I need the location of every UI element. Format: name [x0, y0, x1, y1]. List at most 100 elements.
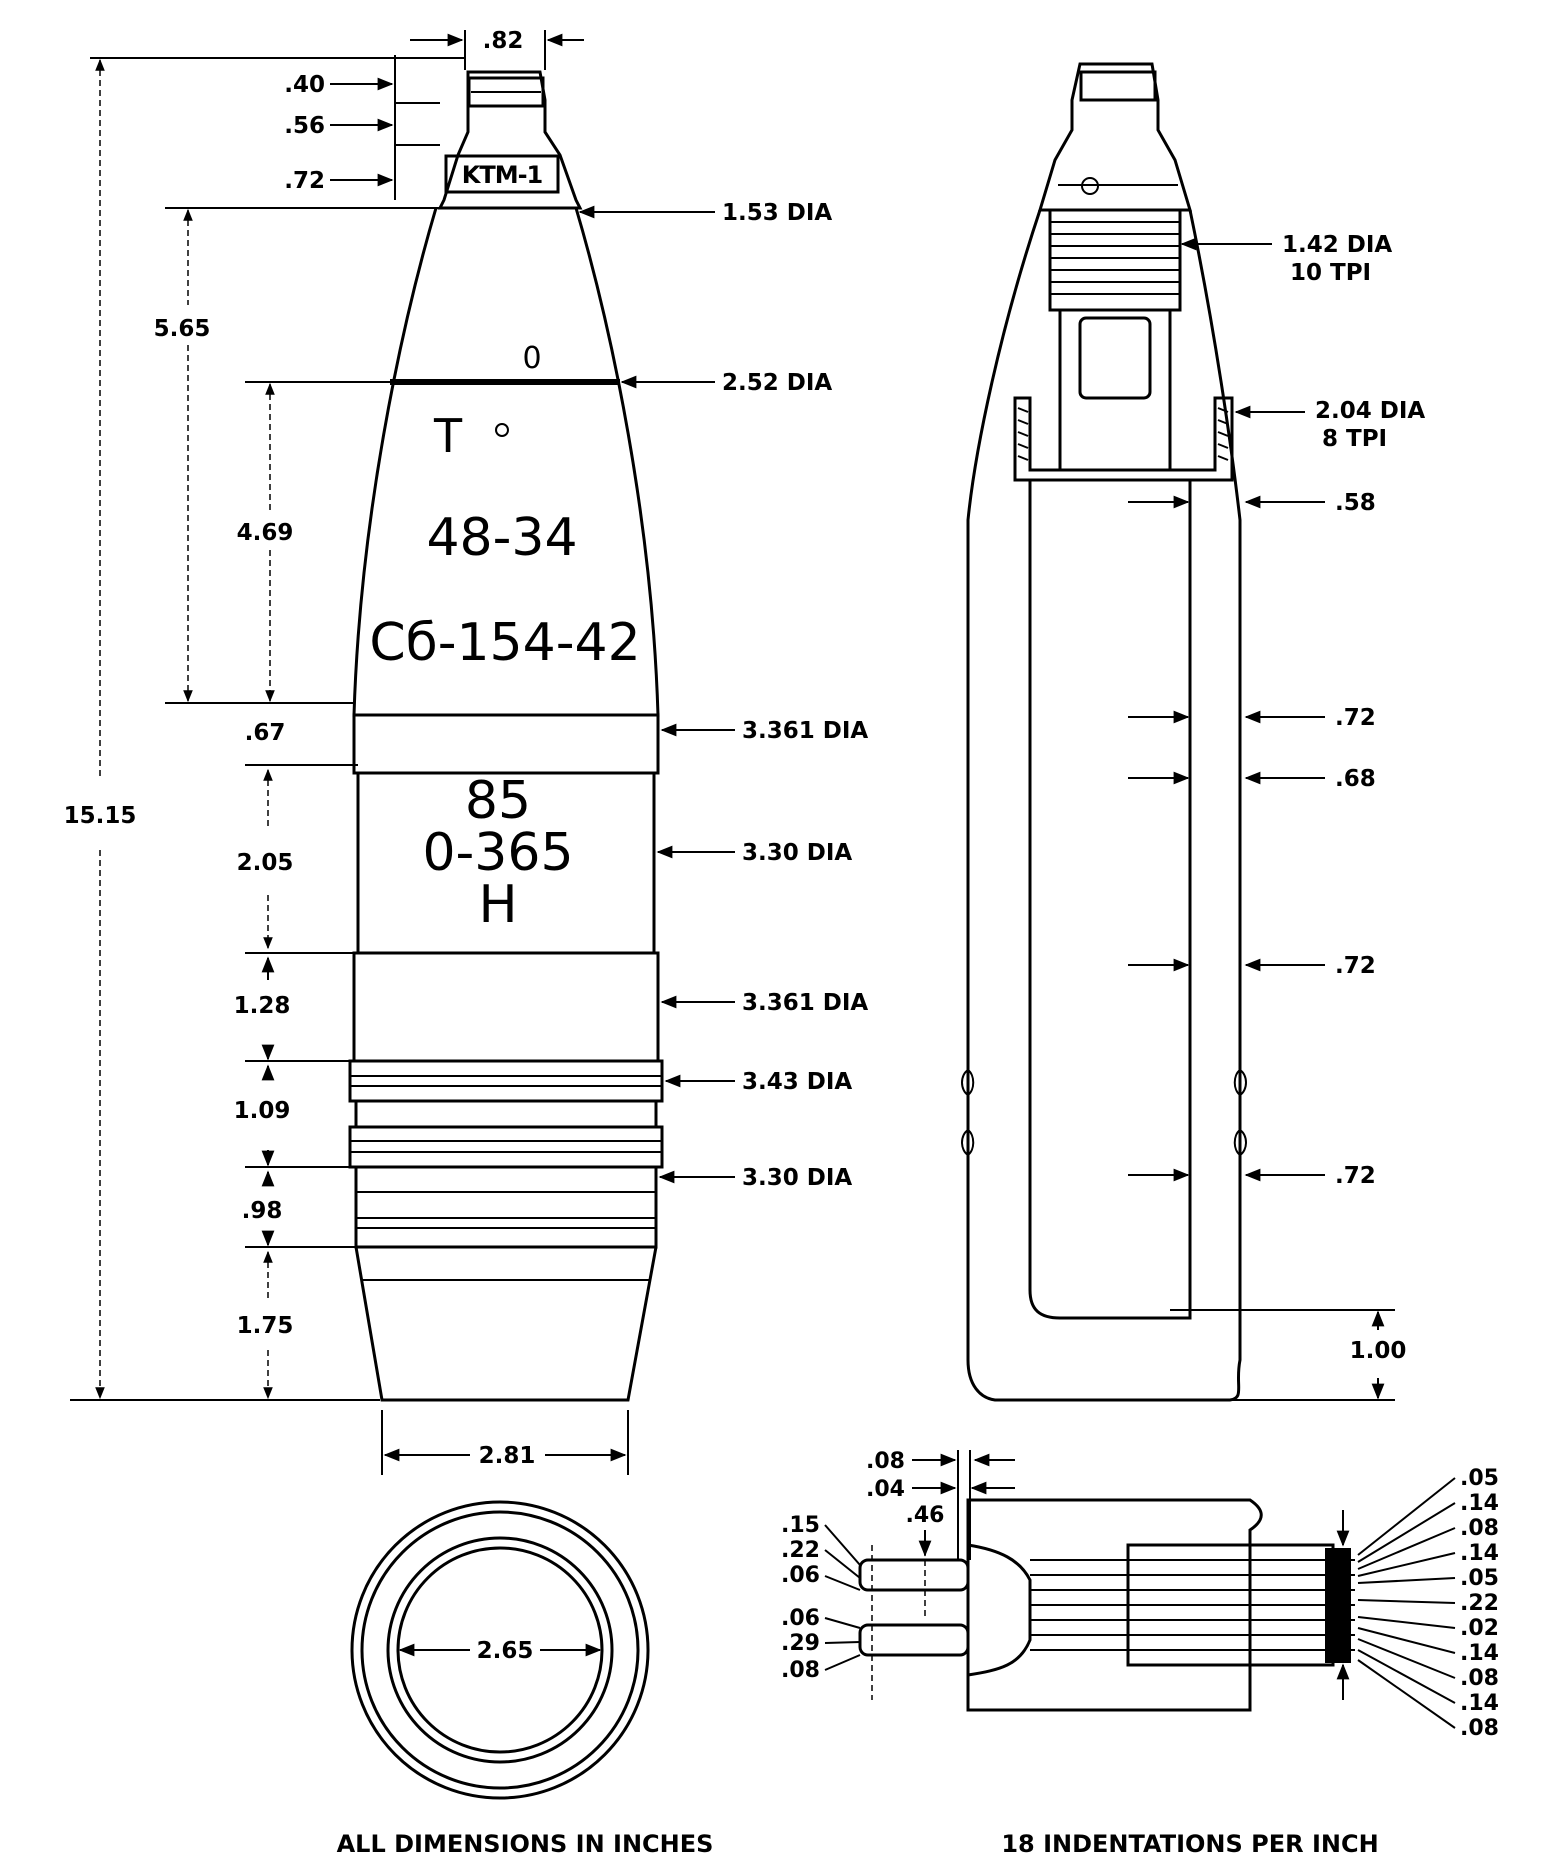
- projectile-section-view: 1.42 DIA 10 TPI 2.04 DIA 8 TPI .58 .72 .…: [961, 62, 1425, 1402]
- band-dim-015: .15: [781, 1513, 820, 1538]
- band-right-leaders: [1357, 1477, 1456, 1729]
- boattail-outline: [354, 1246, 658, 1402]
- rotating-band-1: [348, 1059, 664, 1103]
- dia-lower-bourrelet: 3.361 DIA: [742, 990, 868, 1016]
- dia-rear-body: 3.30 DIA: [742, 1165, 852, 1191]
- base-end-view: 2.65: [350, 1500, 650, 1800]
- band-dim-008-bottom: .08: [781, 1658, 820, 1683]
- base-mid-ring: [360, 1510, 640, 1790]
- rotating-band-2: [348, 1125, 664, 1169]
- section-outer-ogive: [966, 209, 1242, 1402]
- band-profile-upper: [858, 1558, 970, 1592]
- band-right-3: .14: [1460, 1541, 1499, 1566]
- band-right-1: .14: [1460, 1491, 1499, 1516]
- body-marking-code: Сб-154-42: [369, 613, 640, 673]
- thread-1-tpi: 10 TPI: [1290, 260, 1371, 286]
- band-right-6: .02: [1460, 1616, 1499, 1641]
- indent-left-1: [961, 1069, 975, 1097]
- dim-fuze-072: .72: [284, 168, 325, 194]
- dia-rotating-band: 3.43 DIA: [742, 1069, 852, 1095]
- adapter-thread-right: [1217, 407, 1229, 461]
- fuze-thread-lines: [1050, 221, 1180, 295]
- base-inner-ring-outer: [386, 1536, 614, 1764]
- band-detail-groove: [967, 1543, 1032, 1677]
- dim-rear-bands: .98: [242, 1198, 283, 1224]
- dim-boattail: 1.75: [237, 1313, 294, 1339]
- body-rear-bands: [354, 1165, 658, 1249]
- body-marking-caliber: 85: [465, 771, 531, 831]
- band-dim-008-top: .08: [866, 1449, 905, 1474]
- band-detail-hatch: [1030, 1559, 1355, 1651]
- fuze-tip-knurl: [467, 76, 545, 108]
- base-thickness: 1.00: [1350, 1338, 1407, 1364]
- adapter-outline: [1013, 396, 1234, 482]
- booster-cavity: [1058, 308, 1172, 472]
- indent-left-2: [961, 1129, 975, 1157]
- fuze-marking-plate: [444, 154, 560, 194]
- thread-2-dia: 2.04 DIA: [1315, 398, 1425, 424]
- dim-bourrelet-width: .67: [245, 720, 286, 746]
- indent-right-2: [1233, 1129, 1247, 1157]
- dim-fuze-040: .40: [284, 72, 325, 98]
- dia-body: 3.30 DIA: [742, 840, 852, 866]
- projectile-side-view: 0 T 48-34 Сб-154-42 85 0-365 H KTM-1 .82…: [64, 28, 868, 1475]
- body-marking-0: 0: [522, 341, 541, 376]
- section-fuze-outline: [1037, 62, 1193, 212]
- fuze-marking: KTM-1: [462, 161, 543, 189]
- band-dim-006-lower: .06: [781, 1606, 820, 1631]
- thread-1-dia: 1.42 DIA: [1282, 232, 1392, 258]
- dia-upper-bourrelet: 3.361 DIA: [742, 718, 868, 744]
- bourrelet-upper: [352, 713, 660, 775]
- band-right-9: .14: [1460, 1691, 1499, 1716]
- dim-lower-bourrelet: 1.28: [234, 993, 291, 1019]
- explosive-cavity: [1028, 480, 1192, 1320]
- band-right-0: .05: [1460, 1466, 1499, 1491]
- base-inner-ring: [396, 1546, 604, 1754]
- dim-cylinder-length: 2.05: [237, 850, 294, 876]
- dia-fuze-base: 1.53 DIA: [722, 200, 832, 226]
- wall-thickness-2: .72: [1335, 705, 1376, 731]
- band-dim-004: .04: [866, 1477, 905, 1502]
- dim-base-width: 2.81: [479, 1443, 536, 1469]
- dia-ogive-band: 2.52 DIA: [722, 370, 832, 396]
- booster-charge: [1078, 316, 1152, 400]
- dim-fuze-width: .82: [483, 28, 524, 54]
- adapter-thread-left: [1017, 407, 1029, 461]
- dim-fuze-056: .56: [284, 113, 325, 139]
- body-marking-h: H: [478, 875, 517, 935]
- rotating-band-detail: .08 .04 .46 .15 .22 .06 .06 .29 .08: [781, 1449, 1499, 1741]
- dim-base-inner-dia: 2.65: [477, 1638, 534, 1664]
- fuze-vent: [1081, 177, 1099, 195]
- dim-band-to-bourrelet: 4.69: [237, 520, 294, 546]
- caption-indentations: 18 INDENTATIONS PER INCH: [1001, 1830, 1378, 1858]
- dim-overall-length: 15.15: [64, 803, 137, 829]
- indent-right-1: [1233, 1069, 1247, 1097]
- body-marking-t: T: [433, 409, 463, 463]
- thread-2-tpi: 8 TPI: [1322, 426, 1387, 452]
- band-dim-046: .46: [906, 1503, 945, 1528]
- band-dim-006-upper: .06: [781, 1563, 820, 1588]
- wall-thickness-1: .58: [1335, 490, 1376, 516]
- bourrelet-lower: [352, 951, 660, 1063]
- band-right-2: .08: [1460, 1516, 1499, 1541]
- band-right-7: .14: [1460, 1641, 1499, 1666]
- band-right-8: .08: [1460, 1666, 1499, 1691]
- band-dim-022: .22: [781, 1538, 820, 1563]
- wall-thickness-5: .72: [1335, 1163, 1376, 1189]
- body-marking-model: 0-365: [422, 823, 573, 883]
- dim-band-section: 1.09: [234, 1098, 291, 1124]
- section-fuze-knurl: [1079, 70, 1157, 102]
- band-right-10: .08: [1460, 1716, 1499, 1741]
- band-dim-029: .29: [781, 1631, 820, 1656]
- band-detail-knurl: [1325, 1548, 1351, 1663]
- dim-ogive-length: 5.65: [154, 316, 211, 342]
- band-right-5: .22: [1460, 1591, 1499, 1616]
- body-marking-lot: 48-34: [426, 508, 577, 568]
- band-profile-lower: [858, 1623, 970, 1657]
- wall-thickness-3: .68: [1335, 766, 1376, 792]
- body-marking-dot: [495, 423, 509, 437]
- wall-thickness-4: .72: [1335, 953, 1376, 979]
- caption-units: ALL DIMENSIONS IN INCHES: [337, 1830, 714, 1858]
- band-right-4: .05: [1460, 1566, 1499, 1591]
